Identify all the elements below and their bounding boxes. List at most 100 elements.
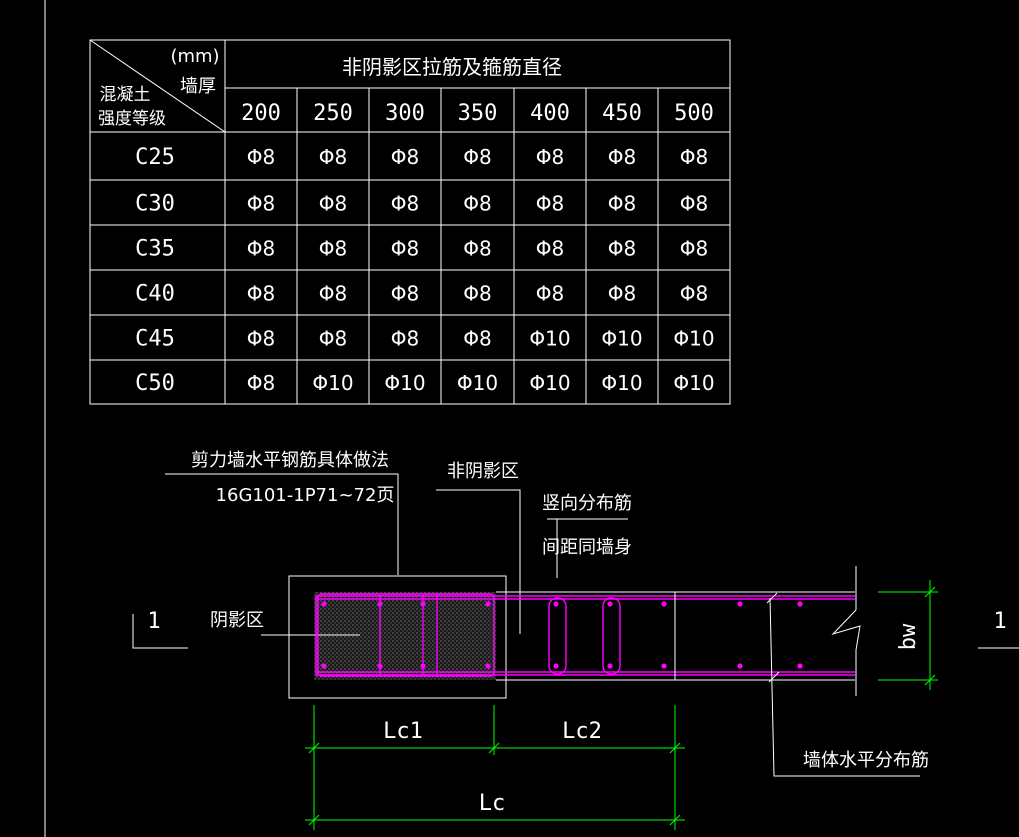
grade-label-C35: C35 [135,237,175,262]
table-cell: Φ8 [247,371,275,395]
table-cell: Φ8 [608,192,636,216]
vertical-rebar-dot [661,601,667,607]
table-cell: Φ10 [673,327,714,351]
table-cell: Φ10 [601,327,642,351]
table-corner-diagonal [89,39,226,133]
table-cell: Φ8 [608,237,636,261]
tie-bar [548,597,567,675]
table-cell: Φ8 [391,192,419,216]
shadow-zone-hatch [314,592,496,680]
label-non-shadow-zone: 非阴影区 [447,461,519,482]
table-cell: Φ10 [384,371,425,395]
section-mark-left [132,614,188,649]
label-shadow-zone: 阴影区 [210,610,264,631]
vertical-rebar-dot [485,663,491,669]
vertical-rebar-dot [797,601,803,607]
section-mark-left-number: 1 [147,609,160,634]
table-cell: Φ8 [247,282,275,306]
shadow-zone-outline [288,575,507,699]
table-cell: Φ10 [312,371,353,395]
table-cell: Φ8 [463,282,491,306]
table-cell: Φ10 [529,371,570,395]
table-cell: Φ8 [536,282,564,306]
note-leader-line [165,473,399,575]
table-cell: Φ8 [608,282,636,306]
vertical-rebar-dot [485,601,491,607]
vertical-rebar-dot [321,601,327,607]
grade-label-C30: C30 [135,192,175,217]
table-cell: Φ8 [536,237,564,261]
vertical-rebar-dot [420,601,426,607]
dim-tick [308,814,320,826]
lc-dimensions [305,705,685,830]
tie-bar [602,597,621,675]
table-cell: Φ8 [247,327,275,351]
section-mark-right-number: 1 [993,609,1006,634]
grade-label-C40: C40 [135,282,175,307]
vertical-rebar-dot [321,663,327,669]
vertical-rebar-dots [321,601,803,669]
shadow-zone-stirrup [317,593,495,677]
table-cell: Φ10 [673,371,714,395]
table-header-title: 非阴影区拉筋及箍筋直径 [342,55,562,79]
table-cell: Φ8 [391,237,419,261]
wall-section-detail: 剪力墙水平钢筋具体做法 16G101-1P71~72页 非阴影区 竖向分布筋 间… [132,450,1019,830]
dim-tick [669,742,681,754]
dim-tick [669,814,681,826]
thickness-header-400: 400 [530,101,570,126]
label-vertical-bar: 竖向分布筋 [542,493,632,514]
table-cell: Φ8 [319,282,347,306]
thickness-header-300: 300 [385,101,425,126]
vertical-rebar-dot [737,663,743,669]
dim-tick [308,742,320,754]
bw-tick [924,586,936,598]
non-shadow-zone-leader [436,489,521,634]
table-cell: Φ8 [319,145,347,169]
thickness-header-450: 450 [602,101,642,126]
vertical-rebar-dot [607,663,613,669]
table-frame [89,39,731,405]
bw-dimension [878,580,938,690]
thickness-header-200: 200 [241,101,281,126]
table-grid [90,88,730,404]
break-line-zigzag [831,609,861,651]
table-cell: Φ8 [463,237,491,261]
table-cell: Φ8 [680,282,708,306]
grade-label-C25: C25 [135,145,175,170]
table-cell: Φ8 [247,192,275,216]
leader-tick [766,592,778,604]
grade-label-C45: C45 [135,327,175,352]
table-cell: Φ10 [457,371,498,395]
thickness-header-250: 250 [313,101,353,126]
label-horizontal-distribution-bar: 墙体水平分布筋 [803,750,929,771]
table-corner-grade: 强度等级 [98,109,166,129]
table-cell: Φ8 [463,192,491,216]
table-corner-unit: (mm) [170,46,219,67]
table-cell: Φ8 [680,145,708,169]
table-cell: Φ8 [247,237,275,261]
vertical-rebar-dot [661,663,667,669]
table-cell: Φ8 [319,327,347,351]
table-cell: Φ8 [247,145,275,169]
table-cell: Φ8 [391,327,419,351]
vertical-rebar-dot [553,601,559,607]
table-cell: Φ8 [319,192,347,216]
table-cell: Φ8 [680,192,708,216]
table-cell: Φ8 [608,145,636,169]
table-corner-wall-thickness: 墙厚 [180,76,216,97]
grade-label-C50: C50 [135,371,175,396]
bw-label: bw [896,623,921,650]
vertical-rebar-dot [377,663,383,669]
table-cell: Φ8 [463,145,491,169]
lc1-label: Lc1 [383,719,423,744]
dim-tick [488,742,500,754]
label-spacing-same-as-wall: 间距同墙身 [542,537,632,558]
table-cell: Φ8 [463,327,491,351]
table-cell: Φ8 [391,145,419,169]
note-atlas-page-ref: 16G101-1P71~72页 [216,485,395,506]
horizontal-bar-leader [769,597,920,777]
vertical-rebar-dot [377,601,383,607]
